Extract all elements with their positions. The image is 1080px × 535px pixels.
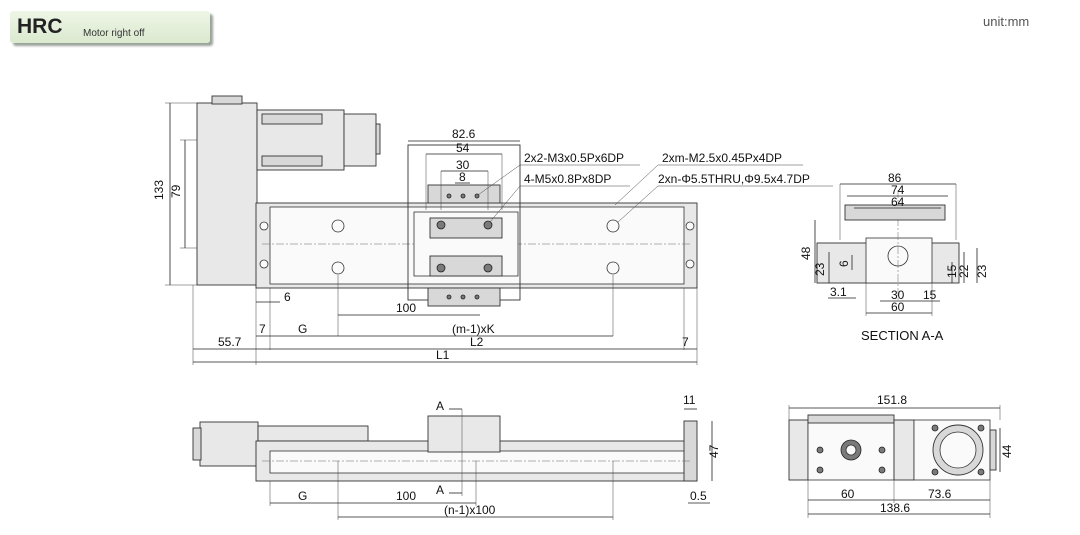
dim-86: 86	[888, 171, 902, 185]
dim-82-6: 82.6	[452, 127, 476, 141]
dim-15-horizontal: 15	[923, 288, 937, 302]
dim-133: 133	[152, 180, 166, 200]
dim-47: 47	[707, 444, 721, 458]
side-motor-cap	[192, 427, 202, 461]
slider-taps	[436, 193, 493, 300]
dim-l2: L2	[470, 335, 484, 349]
motor-rib-bottom	[261, 155, 323, 167]
dim-100-side: 100	[396, 489, 416, 503]
dim-7-left: 7	[259, 322, 266, 336]
side-motor	[199, 421, 259, 467]
label-a-top: A	[436, 399, 444, 413]
dim-mk: (m-1)xK	[452, 322, 495, 336]
dim-11: 11	[683, 393, 696, 407]
dim-3-1: 3.1	[830, 285, 847, 299]
model-subtitle: Motor right off	[83, 28, 145, 39]
slider-pad-top	[429, 217, 503, 239]
end-motor-cap	[989, 429, 997, 471]
dim-151-8: 151.8	[877, 393, 907, 407]
note-tap-m2-5: 2xm-M2.5x0.45Px4DP	[662, 151, 782, 165]
section-view: 86 74 64 48 23 6 15 22 23 3.1 30 15 60 S…	[799, 171, 989, 343]
dim-22: 22	[957, 264, 971, 278]
dim-64: 64	[891, 195, 905, 209]
dim-55-7: 55.7	[218, 335, 242, 349]
dim-23-right: 23	[975, 264, 989, 278]
dim-74: 74	[891, 183, 905, 197]
end-view: 151.8 44 60 73.6 138.6	[788, 393, 1014, 518]
top-view: 133 79 82.6 54 30 8 2x2-M3x0.5Px6DP 4-M5…	[152, 95, 833, 365]
dim-60-end: 60	[841, 487, 855, 501]
note-thru-hole: 2xn-Φ5.5THRU,Φ9.5x4.7DP	[658, 172, 810, 186]
dim-138-6: 138.6	[880, 501, 910, 515]
motor-rib-top	[261, 113, 323, 125]
end-top-plate	[807, 414, 895, 424]
side-endcap	[683, 420, 698, 482]
side-motor-coupling	[257, 425, 369, 442]
dim-g: G	[298, 322, 307, 336]
motor-cap	[211, 95, 243, 105]
side-rail	[269, 450, 685, 474]
side-slider	[427, 415, 501, 453]
dim-73-6: 73.6	[928, 487, 952, 501]
end-spacer	[893, 419, 915, 481]
dim-l1: L1	[436, 348, 450, 362]
model-tag: HRC Motor right off	[10, 11, 214, 47]
dim-7-right: 7	[682, 335, 689, 349]
dim-15-vertical: 15	[945, 264, 959, 278]
dim-6: 6	[284, 290, 291, 304]
dim-30-section: 30	[891, 288, 905, 302]
dim-0-5: 0.5	[690, 489, 707, 503]
base-holes	[259, 219, 695, 275]
dim-48: 48	[799, 246, 813, 260]
dim-79: 79	[169, 184, 183, 198]
dim-30: 30	[456, 158, 470, 172]
end-left-flange	[788, 419, 809, 481]
dim-23-left: 23	[813, 262, 827, 276]
dim-6-section: 6	[837, 260, 851, 267]
motor-housing	[196, 102, 258, 286]
label-a-bottom: A	[436, 483, 444, 497]
motor-shaft	[375, 123, 381, 155]
section-caption: SECTION A-A	[861, 328, 944, 343]
unit-label: unit:mm	[983, 14, 1030, 29]
slider-pad-bottom	[429, 255, 503, 277]
dim-8: 8	[459, 170, 466, 184]
dim-44: 44	[1000, 444, 1014, 458]
section-top-plate	[844, 204, 946, 221]
note-tap-m3: 2x2-M3x0.5Px6DP	[524, 151, 624, 165]
dim-54: 54	[456, 141, 470, 155]
note-tap-m5: 4-M5x0.8Px8DP	[524, 172, 611, 186]
side-view: A A 11 47 G 100 (n-1)x100 0.5	[192, 393, 721, 520]
dim-100: 100	[396, 301, 416, 315]
motor-end	[343, 113, 377, 167]
model-tag-background	[10, 11, 210, 43]
dim-n100: (n-1)x100	[444, 503, 496, 517]
dim-60-section: 60	[891, 300, 905, 314]
model-code: HRC	[17, 15, 63, 38]
dim-g-side: G	[298, 489, 307, 503]
